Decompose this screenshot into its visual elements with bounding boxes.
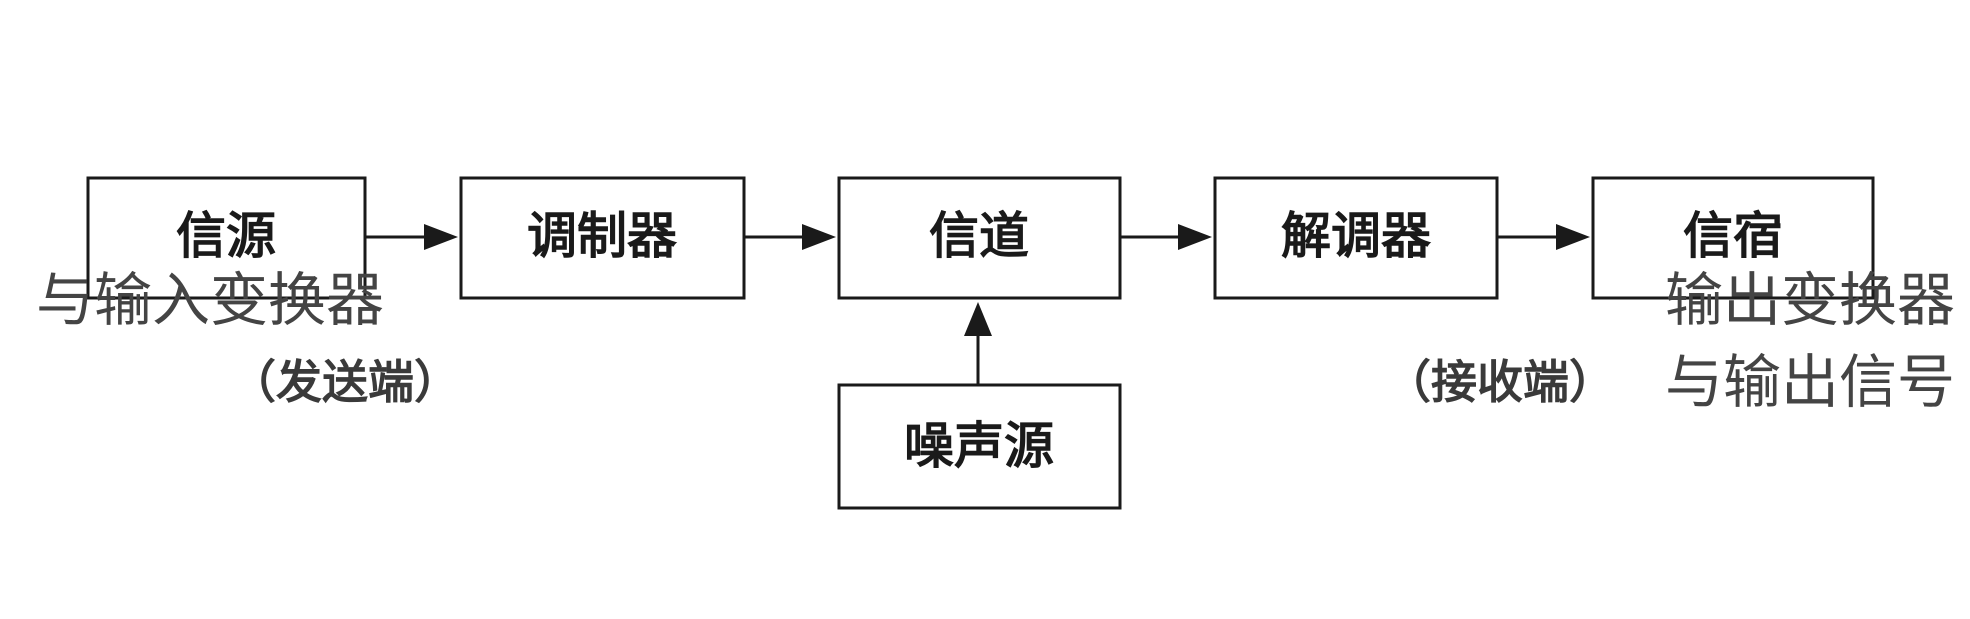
block-noise-source-label: 噪声源 bbox=[904, 417, 1054, 475]
block-demodulator: 解调器 bbox=[1213, 176, 1499, 300]
block-sink-label: 信宿 bbox=[1683, 207, 1783, 265]
block-modulator-label: 调制器 bbox=[527, 207, 678, 265]
overlay-text-right-line2: 与输出信号 bbox=[1665, 348, 1955, 416]
arrowhead-channel bbox=[802, 224, 836, 250]
caption-transmitter: （发送端） bbox=[230, 355, 460, 409]
caption-receiver: （接收端） bbox=[1385, 355, 1615, 409]
overlay-text-left: 与输入变换器 bbox=[36, 266, 384, 334]
block-source-label: 信源 bbox=[176, 207, 276, 265]
block-demodulator-label: 解调器 bbox=[1281, 207, 1432, 265]
arrowhead-modulator bbox=[424, 224, 458, 250]
block-sink: 信宿 bbox=[1591, 176, 1875, 300]
block-channel-label: 信道 bbox=[929, 207, 1029, 265]
arrowhead-noise bbox=[964, 302, 992, 336]
arrowhead-demodulator bbox=[1178, 224, 1212, 250]
block-modulator: 调制器 bbox=[459, 176, 746, 300]
arrowhead-sink bbox=[1556, 224, 1590, 250]
overlay-text-right-line1: 输出变换器 bbox=[1665, 266, 1955, 334]
block-channel: 信道 bbox=[837, 176, 1122, 300]
block-noise-source: 噪声源 bbox=[837, 383, 1122, 510]
block-source: 信源 bbox=[86, 176, 367, 300]
